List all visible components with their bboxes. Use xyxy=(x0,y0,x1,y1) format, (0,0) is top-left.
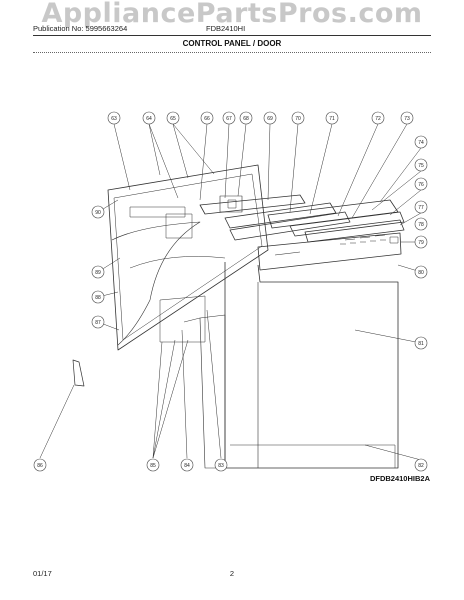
svg-text:86: 86 xyxy=(37,463,43,469)
svg-text:67: 67 xyxy=(226,116,232,122)
svg-text:77: 77 xyxy=(418,205,424,211)
svg-text:81: 81 xyxy=(418,341,424,347)
callout-70: 70 xyxy=(291,111,305,125)
outer-door-panel xyxy=(183,262,399,469)
control-module xyxy=(257,232,402,271)
svg-text:79: 79 xyxy=(418,240,424,246)
callout-76: 76 xyxy=(414,177,428,191)
svg-text:72: 72 xyxy=(375,116,381,122)
svg-text:69: 69 xyxy=(267,116,273,122)
svg-text:74: 74 xyxy=(418,140,424,146)
callout-81: 81 xyxy=(414,336,428,350)
callout-77: 77 xyxy=(414,200,428,214)
callout-74: 74 xyxy=(414,135,428,149)
title-rule xyxy=(33,52,431,53)
svg-text:63: 63 xyxy=(111,116,117,122)
svg-text:68: 68 xyxy=(243,116,249,122)
callout-79: 79 xyxy=(414,235,428,249)
svg-text:66: 66 xyxy=(204,116,210,122)
callout-88: 88 xyxy=(91,290,105,304)
control-console xyxy=(199,194,405,243)
svg-text:65: 65 xyxy=(170,116,176,122)
model-number: FDB2410HI xyxy=(206,24,246,33)
callout-65: 65 xyxy=(166,111,180,125)
svg-text:85: 85 xyxy=(150,463,156,469)
svg-text:75: 75 xyxy=(418,163,424,169)
svg-text:89: 89 xyxy=(95,270,101,276)
svg-text:84: 84 xyxy=(184,463,190,469)
svg-text:80: 80 xyxy=(418,270,424,276)
svg-text:87: 87 xyxy=(95,320,101,326)
callout-78: 78 xyxy=(414,217,428,231)
callout-68: 68 xyxy=(239,111,253,125)
inner-door-liner xyxy=(107,164,269,351)
callout-64: 64 xyxy=(142,111,156,125)
callout-83: 83 xyxy=(214,458,228,472)
svg-text:70: 70 xyxy=(295,116,301,122)
drawing-code: DFDB2410HIB2A xyxy=(369,474,430,483)
footer-date: 01/17 xyxy=(33,569,52,578)
svg-text:82: 82 xyxy=(418,463,424,469)
svg-text:76: 76 xyxy=(418,182,424,188)
callout-71: 71 xyxy=(325,111,339,125)
callout-73: 73 xyxy=(400,111,414,125)
page-number: 2 xyxy=(229,569,235,578)
watermark-logo: AppliancePartsPros.com xyxy=(41,0,423,29)
header-rule xyxy=(33,35,431,36)
callout-86: 86 xyxy=(33,458,47,472)
svg-text:73: 73 xyxy=(404,116,410,122)
callout-82: 82 xyxy=(414,458,428,472)
callout-90: 90 xyxy=(91,205,105,219)
callout-80: 80 xyxy=(414,265,428,279)
svg-text:64: 64 xyxy=(146,116,152,122)
callout-bubbles: 63 64 65 66 67 68 69 70 71 72 73 74 75 7… xyxy=(33,111,428,472)
callout-67: 67 xyxy=(222,111,236,125)
callout-63: 63 xyxy=(107,111,121,125)
callout-69: 69 xyxy=(263,111,277,125)
svg-text:71: 71 xyxy=(329,116,335,122)
publication-number: Publication No: 5995663264 xyxy=(33,24,128,33)
callout-72: 72 xyxy=(371,111,385,125)
svg-text:90: 90 xyxy=(95,210,101,216)
callout-66: 66 xyxy=(200,111,214,125)
callout-84: 84 xyxy=(180,458,194,472)
leader-lines xyxy=(39,123,422,461)
svg-text:83: 83 xyxy=(218,463,224,469)
svg-text:78: 78 xyxy=(418,222,424,228)
section-title: CONTROL PANEL / DOOR xyxy=(182,39,282,48)
door-seal xyxy=(72,359,85,387)
callout-89: 89 xyxy=(91,265,105,279)
callout-75: 75 xyxy=(414,158,428,172)
callout-87: 87 xyxy=(91,315,105,329)
callout-85: 85 xyxy=(146,458,160,472)
svg-text:88: 88 xyxy=(95,295,101,301)
